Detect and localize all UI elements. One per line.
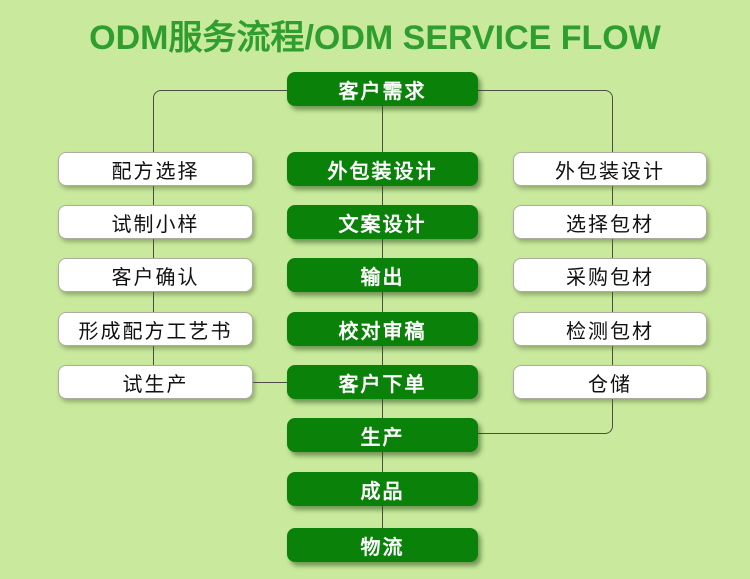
node-output: 输出 xyxy=(287,258,478,292)
page-title: ODM服务流程/ODM SERVICE FLOW xyxy=(89,19,661,57)
node-outer-packaging-design: 外包装设计 xyxy=(287,152,478,186)
node-warehousing: 仓储 xyxy=(513,365,707,399)
node-customer-confirmation: 客户确认 xyxy=(58,258,253,292)
node-customer-order: 客户下单 xyxy=(287,365,478,399)
node-test-packaging-material: 检测包材 xyxy=(513,312,707,346)
node-proofreading-review: 校对审稿 xyxy=(287,312,478,346)
node-outer-packaging-design-right: 外包装设计 xyxy=(513,152,707,186)
connector-warehouse-to-production xyxy=(478,398,613,434)
node-production: 生产 xyxy=(287,418,478,452)
node-formula-selection: 配方选择 xyxy=(58,152,253,186)
node-select-packaging-material: 选择包材 xyxy=(513,205,707,239)
node-copy-design: 文案设计 xyxy=(287,205,478,239)
connector-trial-production-to-customer-order xyxy=(253,382,287,383)
node-formula-process-book: 形成配方工艺书 xyxy=(58,312,253,346)
node-trial-sample: 试制小样 xyxy=(58,205,253,239)
node-customer-demand: 客户需求 xyxy=(287,72,478,106)
node-trial-production: 试生产 xyxy=(58,365,253,399)
node-logistics: 物流 xyxy=(287,528,478,562)
node-purchase-packaging-material: 采购包材 xyxy=(513,258,707,292)
node-finished-product: 成品 xyxy=(287,472,478,506)
